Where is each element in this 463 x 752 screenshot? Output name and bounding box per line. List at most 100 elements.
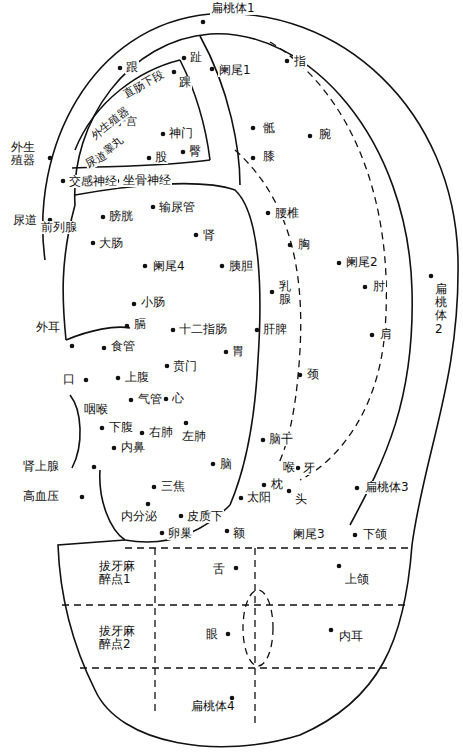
- point-label: 坐骨神经: [122, 174, 172, 187]
- point-dot: [147, 156, 152, 161]
- point-dot: [226, 632, 231, 637]
- point-label: 扁桃体2: [434, 283, 448, 336]
- point-label: 腕: [318, 128, 332, 141]
- point-label: 小肠: [140, 296, 166, 309]
- point-dot: [84, 378, 89, 383]
- point-label: 扁桃体3: [364, 481, 410, 494]
- point-dot: [140, 431, 145, 436]
- point-label: 左肺: [181, 430, 207, 443]
- point-dot: [363, 285, 368, 290]
- point-dot: [184, 421, 189, 426]
- point-label: 骶: [262, 122, 276, 135]
- helix-inner-edge: [75, 34, 412, 525]
- point-dot: [261, 438, 266, 443]
- point-dot: [211, 462, 216, 467]
- point-label: 三焦: [160, 480, 186, 493]
- fossa-right-edge: [180, 60, 210, 160]
- point-label: 膝: [262, 150, 276, 163]
- point-label: 高血压: [22, 490, 60, 503]
- point-dot: [164, 397, 169, 402]
- point-label: 皮质下: [186, 510, 224, 523]
- point-dot: [151, 205, 156, 210]
- point-label: 眼: [205, 628, 219, 641]
- point-label: 卵巢: [167, 527, 193, 540]
- point-dot: [160, 531, 165, 536]
- point-dot: [179, 514, 184, 519]
- point-label: 牙: [302, 462, 316, 475]
- point-label: 上腹: [124, 371, 150, 384]
- point-label: 趾: [189, 51, 203, 64]
- point-label: 肝脾: [262, 323, 288, 336]
- point-label: 跟: [125, 61, 139, 74]
- point-dot: [92, 465, 97, 470]
- point-label: 内分泌: [120, 510, 158, 523]
- point-dot: [355, 486, 360, 491]
- point-label: 头: [294, 493, 308, 506]
- lobe-grid-line: [254, 548, 255, 728]
- point-label: 贲门: [172, 360, 198, 373]
- point-dot: [288, 243, 293, 248]
- point-dot: [429, 274, 434, 279]
- point-label: 下腹: [108, 421, 134, 434]
- point-dot: [255, 328, 260, 333]
- point-label: 扁桃体4: [190, 700, 236, 713]
- lobe-grid-line: [62, 604, 408, 605]
- point-label: 心: [171, 392, 185, 405]
- point-label: 扁桃体1: [210, 2, 256, 15]
- point-dot: [161, 132, 166, 137]
- point-label: 十二指肠: [178, 323, 228, 336]
- point-dot: [112, 446, 117, 451]
- point-label: 胰胆: [228, 260, 254, 273]
- helix-crus: [66, 327, 130, 340]
- point-dot: [266, 211, 271, 216]
- point-dot: [91, 241, 96, 246]
- point-label: 臀: [188, 145, 202, 158]
- concha-edge: [75, 184, 260, 505]
- intertragic-notch: [100, 470, 125, 540]
- tragus-edge: [70, 395, 80, 468]
- point-label: 膀胱: [108, 210, 134, 223]
- point-label: 阑尾2: [345, 256, 379, 269]
- point-dot: [285, 59, 290, 64]
- point-label: 太阳: [246, 491, 272, 504]
- point-dot: [329, 628, 334, 633]
- point-label: 胸: [297, 238, 311, 251]
- point-dot: [287, 489, 292, 494]
- point-dot: [194, 233, 199, 238]
- point-dot: [129, 398, 134, 403]
- point-dot: [118, 66, 123, 71]
- lobe-grid-line: [125, 547, 410, 548]
- point-dot: [165, 364, 170, 369]
- point-dot: [370, 333, 375, 338]
- point-label: 输尿管: [158, 201, 196, 214]
- upper-crus-right-edge: [200, 36, 240, 185]
- point-label: 外耳: [35, 321, 61, 334]
- point-label: 气管: [137, 393, 163, 406]
- point-dot: [225, 529, 230, 534]
- point-dot: [296, 466, 301, 471]
- point-label: 阑尾4: [152, 260, 186, 273]
- point-dot: [220, 264, 225, 269]
- point-label: 食管: [110, 340, 136, 353]
- point-label: 上颌: [344, 573, 370, 586]
- point-label: 额: [232, 527, 246, 540]
- point-dot: [100, 426, 105, 431]
- point-label: 喉: [282, 461, 296, 474]
- point-label: 脑干: [268, 433, 294, 446]
- fossa-upper-edge: [75, 60, 180, 150]
- point-label: 肾: [202, 229, 216, 242]
- point-dot: [172, 70, 177, 75]
- point-dot: [61, 179, 66, 184]
- point-label: 膈: [133, 318, 147, 331]
- point-label: 肘: [372, 280, 386, 293]
- point-dot: [234, 566, 239, 571]
- point-dot: [251, 126, 256, 131]
- point-dot: [70, 344, 75, 349]
- point-label: 阑尾1: [218, 64, 252, 77]
- point-dot: [239, 496, 244, 501]
- point-dot: [80, 495, 85, 500]
- lobe-oval: [243, 590, 273, 666]
- point-label: 脑: [219, 458, 233, 471]
- point-label: 内耳: [338, 630, 364, 643]
- point-label: 下颌: [362, 528, 388, 541]
